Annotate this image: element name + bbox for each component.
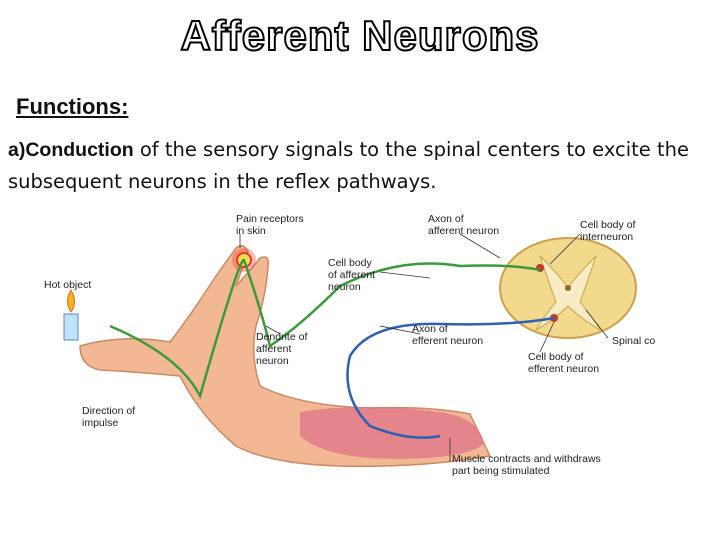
label-pain-receptors-2: in skin [236, 225, 266, 237]
label-cell-body-afferent-2: of afferent [328, 269, 375, 281]
function-item: a)Conduction of the sensory signals to t… [8, 134, 714, 198]
label-spinal-cord: Spinal co [612, 335, 655, 347]
label-dendrite-2: afferent [256, 343, 291, 355]
label-muscle: Muscle contracts and withdraws [452, 453, 601, 465]
item-text: of the sensory signals to the spinal cen… [8, 138, 690, 193]
label-axon-efferent: Axon of [412, 323, 448, 335]
label-muscle-2: part being stimulated [452, 465, 550, 477]
item-prefix: a) [8, 139, 26, 161]
label-cell-body-inter: Cell body of [580, 219, 636, 231]
label-dendrite: Dendrite of [256, 331, 307, 343]
functions-heading: Functions: [16, 94, 129, 119]
efferent-nerve-path [346, 316, 555, 439]
label-axon-afferent: Axon of [428, 213, 464, 225]
label-pain-receptors: Pain receptors [236, 213, 304, 225]
afferent-nerve-path [109, 258, 541, 400]
candle-icon [63, 289, 79, 341]
label-cell-body-afferent-3: neuron [328, 281, 361, 293]
label-cell-body-inter-2: interneuron [580, 231, 633, 243]
label-hot-object: Hot object [44, 279, 91, 291]
label-cell-body-afferent: Cell body [328, 257, 373, 269]
slide-title: Afferent Neurons [179, 11, 540, 60]
label-cell-body-efferent-2: efferent neuron [528, 363, 599, 375]
reflex-arc-illustration: Pain receptors in skin Hot object Axon o… [44, 213, 655, 477]
item-term: Conduction [25, 139, 134, 161]
label-cell-body-efferent: Cell body of [528, 351, 584, 363]
label-direction-2: impulse [82, 417, 118, 429]
label-direction: Direction of [82, 405, 135, 417]
label-axon-afferent-2: afferent neuron [428, 225, 499, 237]
label-dendrite-3: neuron [256, 355, 289, 367]
label-axon-efferent-2: efferent neuron [412, 335, 483, 347]
